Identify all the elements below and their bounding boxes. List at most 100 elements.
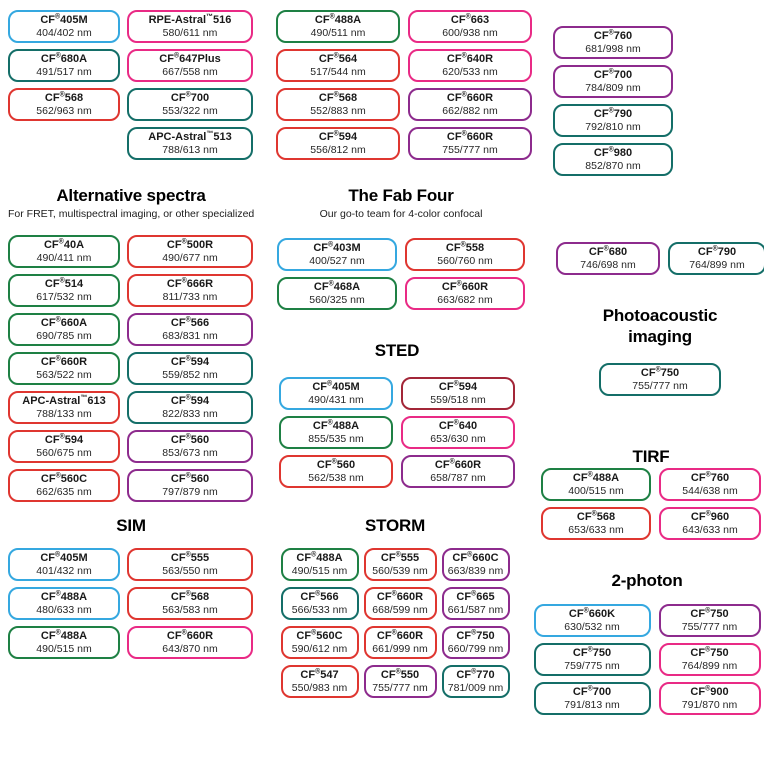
dye-wavelengths: 755/777 nm [442, 144, 498, 156]
dye-name: CF®555 [380, 551, 420, 564]
dye-name: CF®760 [593, 29, 633, 42]
dye-wavelengths: 562/538 nm [308, 472, 364, 484]
dye-wavelengths: 667/558 nm [162, 66, 218, 78]
dye-wavelengths: 566/533 nm [291, 604, 348, 616]
dye-name: CF®488A [314, 13, 362, 26]
dye-name: CF®514 [44, 277, 84, 290]
dye-name: CF®760 [690, 471, 730, 484]
dye-name: CF®640R [446, 52, 494, 65]
dye-name: CF®750 [640, 366, 680, 379]
section-title: STED [374, 341, 420, 360]
dye-wavelengths: 668/599 nm [372, 604, 428, 616]
dye-name: CF®547 [300, 668, 339, 681]
dye-name: APC-Astral™513 [148, 130, 232, 143]
dye-name: CF®468A [313, 280, 361, 293]
dye-name: CF®594 [44, 433, 84, 446]
dye-name: CF®560 [170, 433, 210, 446]
dye-name: CF®680A [40, 52, 88, 65]
dye-wavelengths: 553/322 nm [162, 105, 218, 117]
section-subtitle: For FRET, multispectral imaging, or othe… [8, 208, 255, 220]
dye-name: CF®488A [312, 419, 360, 432]
dye-wavelengths: 764/899 nm [689, 259, 745, 271]
dye-wavelengths: 781/009 nm [447, 682, 504, 694]
dye-name: RPE-Astral™516 [148, 13, 232, 26]
dye-name: CF®403M [313, 241, 361, 254]
dye-name: CF®700 [593, 68, 633, 81]
dye-name: CF®594 [170, 355, 210, 368]
dye-wavelengths: 663/682 nm [437, 294, 493, 306]
dye-name: CF®568 [170, 590, 210, 603]
dye-name: CF®566 [300, 590, 339, 603]
dye-wavelengths: 620/533 nm [442, 66, 498, 78]
dye-wavelengths: 683/831 nm [162, 330, 218, 342]
dye-wavelengths: 662/882 nm [442, 105, 498, 117]
dye-wavelengths: 855/535 nm [308, 433, 364, 445]
dye-wavelengths: 517/544 nm [310, 66, 366, 78]
dye-name: CF®750 [456, 629, 495, 642]
dye-name: CF®488A [296, 551, 343, 564]
dye-name: CF®660R [166, 629, 214, 642]
dye-wavelengths: 653/633 nm [568, 524, 624, 536]
dye-wavelengths: 559/518 nm [430, 394, 486, 406]
dye-wavelengths: 401/432 nm [36, 565, 92, 577]
dye-wavelengths: 746/698 nm [580, 259, 636, 271]
dye-wavelengths: 822/833 nm [162, 408, 218, 420]
dye-name: CF®488A [40, 629, 88, 642]
dye-name: CF®660R [376, 629, 424, 642]
dye-name: CF®560C [296, 629, 343, 642]
dye-wavelengths: 550/983 nm [291, 682, 348, 694]
dye-name: CF®568 [318, 91, 358, 104]
dye-wavelengths: 563/550 nm [162, 565, 218, 577]
dye-wavelengths: 663/839 nm [447, 565, 504, 577]
dye-wavelengths: 490/511 nm [310, 27, 366, 39]
dye-wavelengths: 617/532 nm [36, 291, 92, 303]
dye-wavelengths: 563/522 nm [36, 369, 92, 381]
dye-wavelengths: 590/612 nm [291, 643, 348, 655]
section-alternative-spectra: Alternative spectra For FRET, multispect… [8, 185, 254, 502]
section-title: TIRF [632, 447, 670, 466]
dye-name: CF®900 [690, 685, 729, 698]
dye-wavelengths: 400/515 nm [568, 485, 624, 497]
section-title: STORM [364, 516, 426, 535]
dye-wavelengths: 690/785 nm [36, 330, 92, 342]
